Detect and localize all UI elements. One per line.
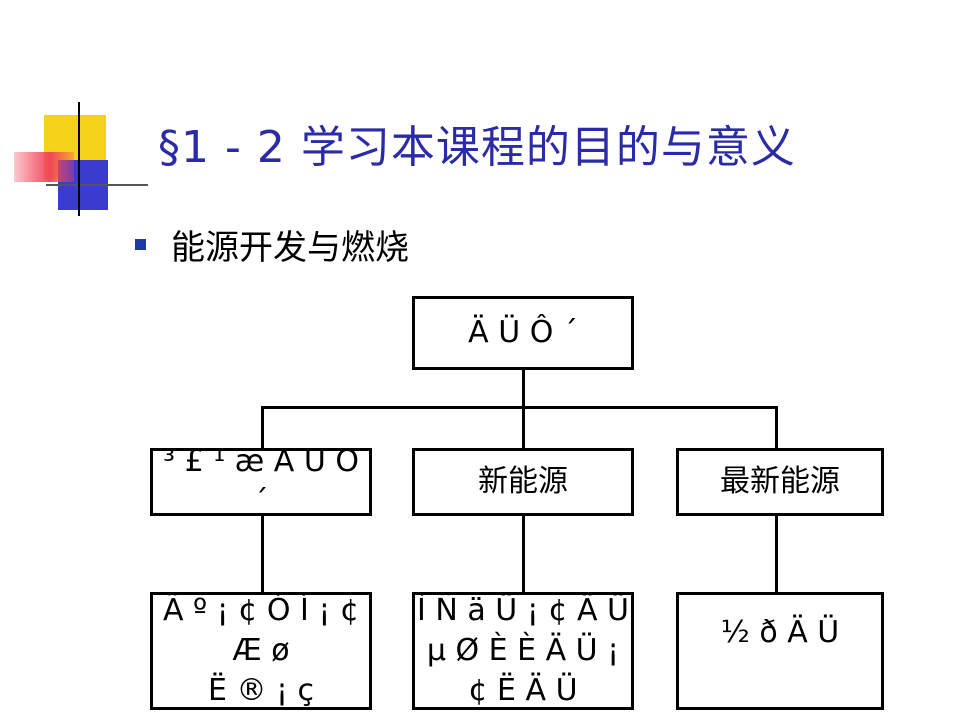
page-title: §1 - 2 学习本课程的目的与意义: [158, 122, 796, 173]
deco-horizontal-line: [46, 184, 148, 186]
root-box-energy: Ä Ü Ô ´: [412, 296, 634, 370]
connector-to-new: [522, 406, 525, 450]
deco-vertical-line: [78, 102, 80, 216]
square-bullet-icon: [135, 238, 146, 250]
connector-to-newest: [775, 406, 778, 450]
connector-horizontal: [261, 406, 778, 409]
connector-newest-down: [775, 514, 778, 594]
conventional-energy-box: ³ £ ¹ æ Ä Ü Ô ´: [150, 448, 372, 516]
newest-energy-examples-box: ½ ð Ä Ü: [676, 592, 884, 710]
new-energy-examples-box: Ì Ñ ä Ü ¡ ¢ Ä Ü µ Ø È È Ä Ü ¡ ¢ Ë Ä Ü: [412, 592, 634, 710]
new-energy-box: 新能源: [412, 448, 634, 516]
connector-root-down: [522, 368, 525, 408]
connector-conventional-down: [261, 514, 264, 594]
connector-to-conventional: [261, 406, 264, 450]
connector-new-down: [522, 514, 525, 594]
bullet-item: 能源开发与燃烧: [135, 219, 409, 269]
bullet-text: 能源开发与燃烧: [171, 227, 409, 268]
deco-red-square: [14, 152, 74, 182]
conventional-examples-box: Ã º ¡ ¢ Ó Í ¡ ¢ Æ ø Ë ® ¡ ç: [150, 592, 372, 710]
newest-energy-box: 最新能源: [676, 448, 884, 516]
